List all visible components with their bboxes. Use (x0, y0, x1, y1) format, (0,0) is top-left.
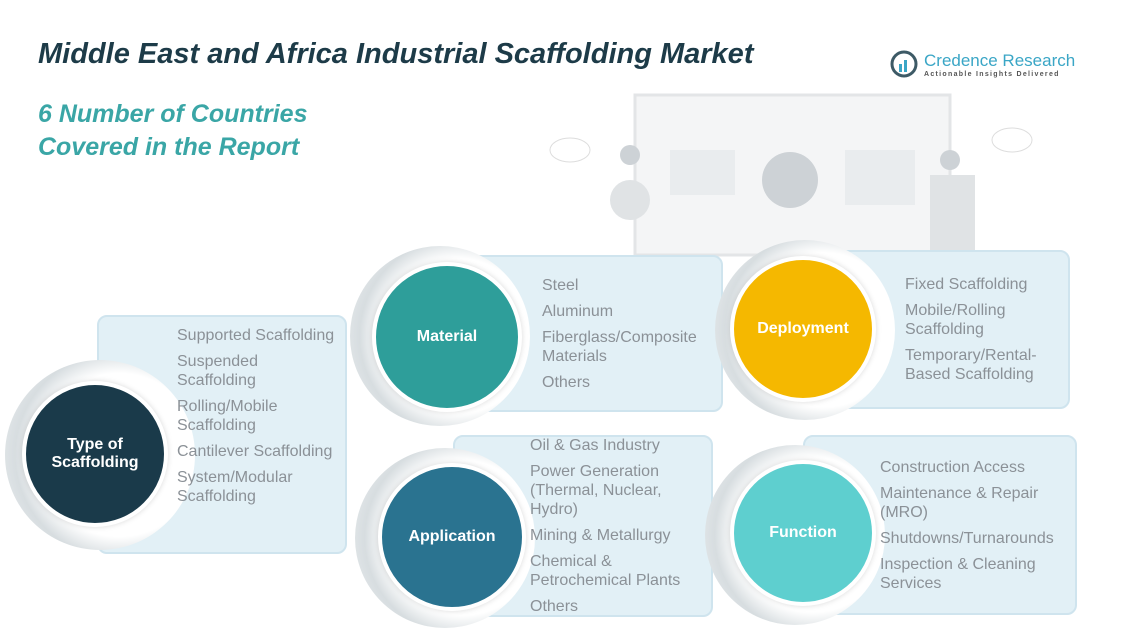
list-item: System/Modular Scaffolding (177, 469, 293, 505)
type-circle: Type of Scaffolding (22, 381, 168, 527)
logo-name: Credence Research (924, 50, 1076, 70)
list-item: Mining & Metallurgy (530, 527, 671, 544)
list-item: Construction Access (880, 459, 1025, 476)
list-item: Supported Scaffolding (177, 327, 335, 344)
list-item: Fixed Scaffolding (905, 276, 1028, 293)
deployment-list: Fixed Scaffolding Mobile/Rolling Scaffol… (905, 275, 1060, 391)
list-item: Oil & Gas Industry (530, 437, 660, 454)
logo-icon (890, 50, 918, 78)
application-circle: Application (378, 463, 526, 611)
list-item: Chemical & Petrochemical Plants (530, 553, 681, 589)
type-list: Supported Scaffolding Suspended Scaffold… (177, 326, 337, 513)
list-item: Rolling/Mobile Scaffolding (177, 398, 278, 434)
material-list: Steel Aluminum Fiberglass/Composite Mate… (542, 276, 717, 399)
list-item: Suspended Scaffolding (177, 353, 258, 389)
list-item: Aluminum (542, 303, 614, 320)
subtitle-line-1: 6 Number of Countries (38, 100, 308, 128)
list-item: Others (530, 598, 579, 615)
logo: Credence Research Actionable Insights De… (890, 50, 1075, 78)
list-item: Fiberglass/Composite Materials (542, 329, 697, 365)
material-circle: Material (372, 262, 522, 412)
list-item: Cantilever Scaffolding (177, 443, 333, 460)
list-item: Steel (542, 277, 579, 294)
subtitle-line-2: Covered in the Report (38, 133, 300, 161)
function-list: Construction Access Maintenance & Repair… (880, 458, 1070, 600)
presentation-illustration-icon (549, 93, 1033, 257)
list-item: Power Generation (Thermal, Nuclear, Hydr… (530, 463, 662, 518)
list-item: Shutdowns/Turnarounds (880, 530, 1054, 547)
list-item: Mobile/Rolling Scaffolding (905, 302, 1006, 338)
page-title: Middle East and Africa Industrial Scaffo… (38, 38, 754, 70)
function-circle: Function (730, 460, 876, 606)
list-item: Others (542, 374, 591, 391)
list-item: Maintenance & Repair (MRO) (880, 485, 1039, 521)
deployment-circle: Deployment (730, 256, 876, 402)
list-item: Temporary/Rental-Based Scaffolding (905, 347, 1037, 383)
list-item: Inspection & Cleaning Services (880, 556, 1036, 592)
application-list: Oil & Gas Industry Power Generation (The… (530, 436, 705, 623)
logo-tagline: Actionable Insights Delivered (924, 70, 1060, 78)
